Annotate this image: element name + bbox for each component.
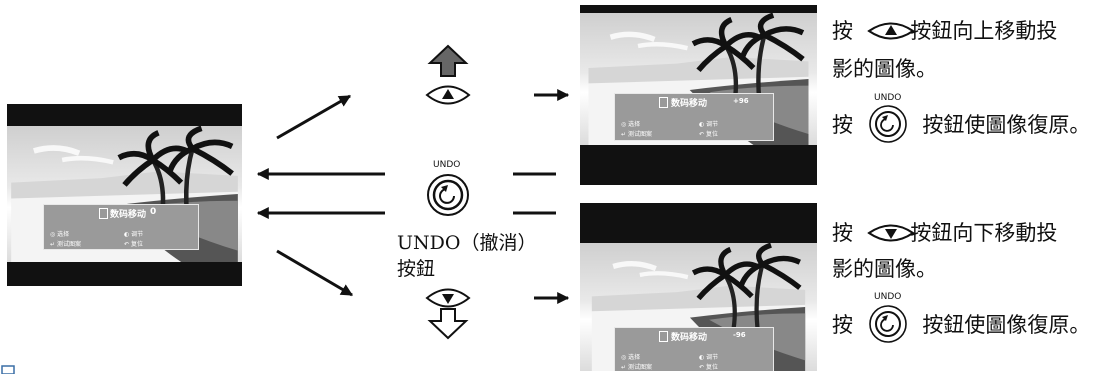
osd-title: 数码移动 [110, 210, 147, 220]
beach-image: 数码移动 0 ◎ 选择 ◐ 调节 ↵ 测试图案 ↶ 复位 [7, 126, 242, 262]
opt-select: 选择 [628, 121, 641, 128]
up-button-icon[interactable] [425, 85, 471, 105]
opt-adjust: 调节 [706, 121, 719, 128]
down-desc-line2: 影的圖像。 [832, 257, 937, 281]
down-desc-line1-pre: 按 [832, 221, 853, 245]
undo-label: UNDO [433, 160, 461, 170]
up-desc-line3-post: 按鈕使圖像復原。 [922, 113, 1091, 137]
up-desc-line3: 按 按鈕使圖像復原。 [832, 110, 1090, 140]
desc-down-button-icon [867, 224, 915, 242]
desc-undo-button-icon-up [869, 105, 907, 143]
beach-image-up: 数码移动 +96 ◎ 选择 ◐ 调节 ↵ 测试图案 ↶ 复位 [580, 13, 817, 145]
opt-adjust: 调节 [706, 354, 719, 361]
down-desc-line3-post: 按鈕使圖像復原。 [922, 313, 1091, 337]
down-desc-line1-post: 按鈕向下移動投 [910, 221, 1058, 245]
screen-icon [659, 97, 668, 108]
center-screen: 数码移动 0 ◎ 选择 ◐ 调节 ↵ 测试图案 ↶ 复位 [7, 104, 242, 286]
beach-image-down: 数码移动 -96 ◎ 选择 ◐ 调节 ↵ 测试图案 ↶ 复位 [580, 243, 817, 371]
down-screen: 数码移动 -96 ◎ 选择 ◐ 调节 ↵ 测试图案 ↶ 复位 [580, 203, 817, 371]
osd-title-up: 数码移动 [671, 99, 708, 109]
up-desc-line1: 按 按鈕向上移動投 [832, 16, 1057, 46]
undo-caption-line1: UNDO（撤消） [397, 232, 537, 254]
opt-test: 测试图案 [627, 364, 652, 371]
osd-value-down: -96 [733, 331, 746, 339]
opt-reset: 复位 [130, 241, 143, 248]
up-desc-line2: 影的圖像。 [832, 57, 937, 81]
opt-reset: 复位 [705, 364, 718, 371]
down-direction-icon [427, 308, 469, 340]
screen-icon [659, 331, 668, 342]
up-desc-line3-pre: 按 [832, 113, 853, 137]
osd-title-down: 数码移动 [671, 333, 708, 343]
osd-menu-up: 数码移动 +96 ◎ 选择 ◐ 调节 ↵ 测试图案 ↶ 复位 [614, 93, 774, 141]
up-desc-undo-label: UNDO [874, 93, 902, 103]
note-icon [1, 365, 15, 374]
arrow-down-right [276, 249, 354, 297]
desc-undo-button-icon-down [869, 305, 907, 343]
opt-reset: 复位 [705, 131, 718, 138]
desc-up-button-icon [867, 22, 915, 40]
up-desc-line1-pre: 按 [832, 19, 853, 43]
screen-icon [99, 208, 108, 219]
up-desc-line1-post: 按鈕向上移動投 [910, 19, 1058, 43]
opt-select: 选择 [628, 354, 641, 361]
opt-test: 测试图案 [56, 241, 81, 248]
down-desc-line3-pre: 按 [832, 313, 853, 337]
arrow-up-right [276, 94, 352, 140]
undo-caption-line2: 按鈕 [397, 258, 436, 280]
osd-menu-down: 数码移动 -96 ◎ 选择 ◐ 调节 ↵ 测试图案 ↶ 复位 [614, 327, 774, 371]
down-desc-line1: 按 按鈕向下移動投 [832, 218, 1057, 248]
undo-button-icon[interactable] [427, 174, 469, 216]
up-direction-icon [427, 44, 469, 77]
down-desc-line3: 按 按鈕使圖像復原。 [832, 310, 1090, 340]
down-desc-undo-label: UNDO [874, 292, 902, 302]
up-screen: 数码移动 +96 ◎ 选择 ◐ 调节 ↵ 测试图案 ↶ 复位 [580, 5, 817, 185]
osd-value-up: +96 [733, 97, 749, 105]
opt-adjust: 调节 [131, 231, 144, 238]
down-button-icon[interactable] [425, 288, 471, 308]
opt-select: 选择 [57, 231, 70, 238]
opt-test: 测试图案 [627, 131, 652, 138]
osd-value: 0 [150, 207, 157, 217]
osd-menu: 数码移动 0 ◎ 选择 ◐ 调节 ↵ 测试图案 ↶ 复位 [43, 204, 199, 250]
